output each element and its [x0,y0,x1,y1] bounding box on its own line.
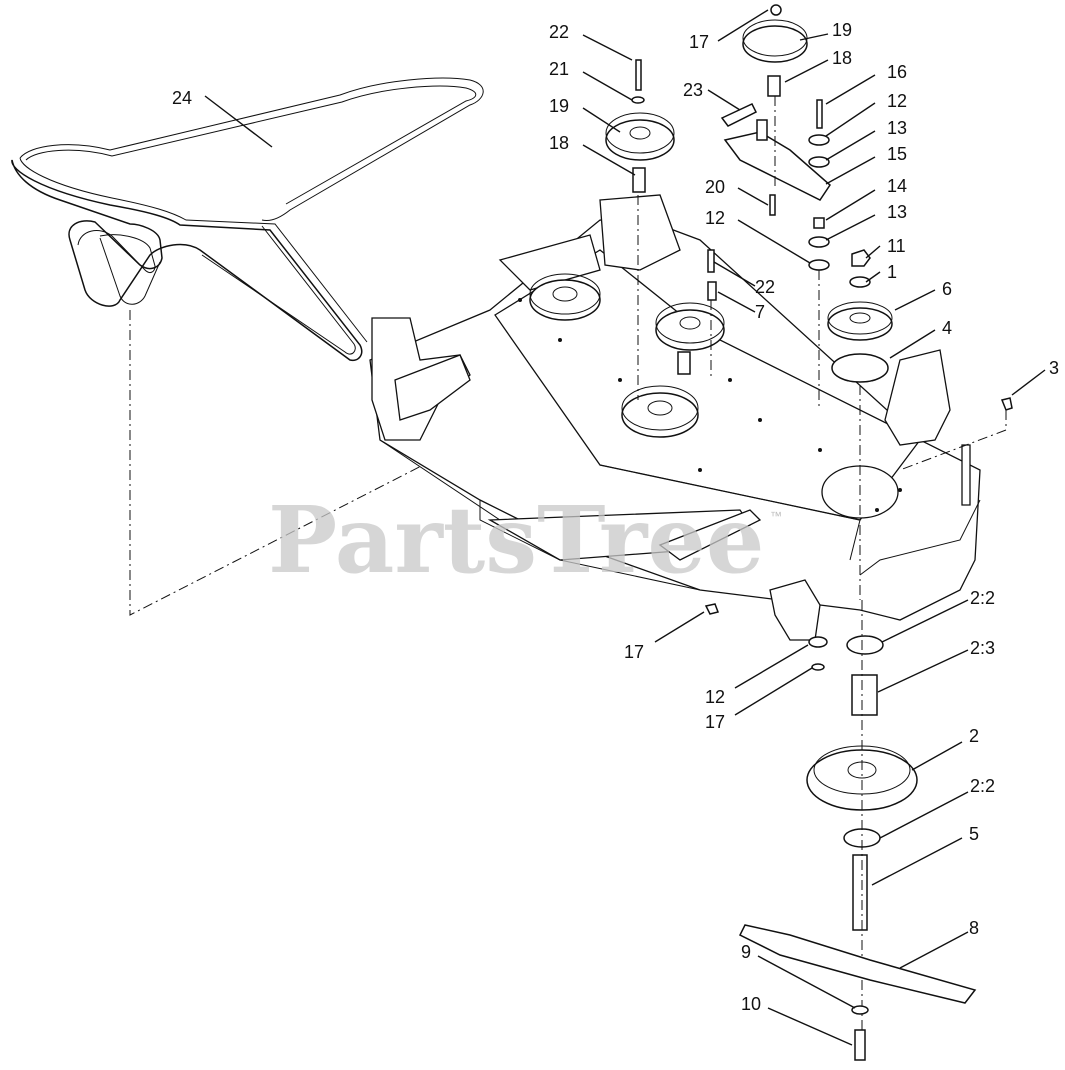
callout-10: 10 [741,994,761,1014]
callout-5: 5 [969,824,979,844]
callout-18: 18 [549,133,569,153]
spindle-pulley-stack [827,249,893,600]
callout-12: 12 [887,91,907,111]
callout-9: 9 [741,942,751,962]
callout-16: 16 [887,62,907,82]
callout-19: 19 [832,20,852,40]
stacked-idler-pulley [655,302,725,375]
callout-11: 11 [887,236,906,256]
leader-lines [204,9,1046,1046]
callout-2: 2 [969,726,979,746]
watermark-text: PartsTree [268,486,764,594]
callout-17: 17 [689,32,709,52]
callout-17: 17 [705,712,725,732]
callout-labels: 24 22 21 19 18 17 19 18 23 16 12 13 15 2… [172,20,1059,1014]
callout-13: 13 [887,118,907,138]
callout-18: 18 [832,48,852,68]
deck-bolts [704,249,1013,671]
callout-2-2: 2:2 [970,588,995,608]
upper-right-idler-arm [720,4,831,410]
callout-14: 14 [887,176,907,196]
callout-24: 24 [172,88,192,108]
callout-6: 6 [942,279,952,299]
center-pulley [621,385,699,438]
callout-2-3: 2:3 [970,638,995,658]
callout-21: 21 [549,59,569,79]
watermark-trademark: ™ [770,509,782,523]
callout-12: 12 [705,687,725,707]
callout-15: 15 [887,144,907,164]
callout-17: 17 [624,642,644,662]
callout-22: 22 [755,277,775,297]
callout-1: 1 [887,262,897,282]
callout-12: 12 [705,208,725,228]
belt-centerline [129,310,561,616]
drive-belt [11,77,484,362]
upper-left-idler-stack [605,59,675,400]
callout-20: 20 [705,177,725,197]
callout-2-2: 2:2 [970,776,995,796]
mower-blade [738,924,977,1061]
spindle-assembly [806,600,918,1040]
callout-7: 7 [755,302,765,322]
callout-23: 23 [683,80,703,100]
callout-22: 22 [549,22,569,42]
callout-3: 3 [1049,358,1059,378]
callout-19: 19 [549,96,569,116]
left-idler-pulley [529,273,601,321]
callout-8: 8 [969,918,979,938]
callout-4: 4 [942,318,952,338]
callout-13: 13 [887,202,907,222]
